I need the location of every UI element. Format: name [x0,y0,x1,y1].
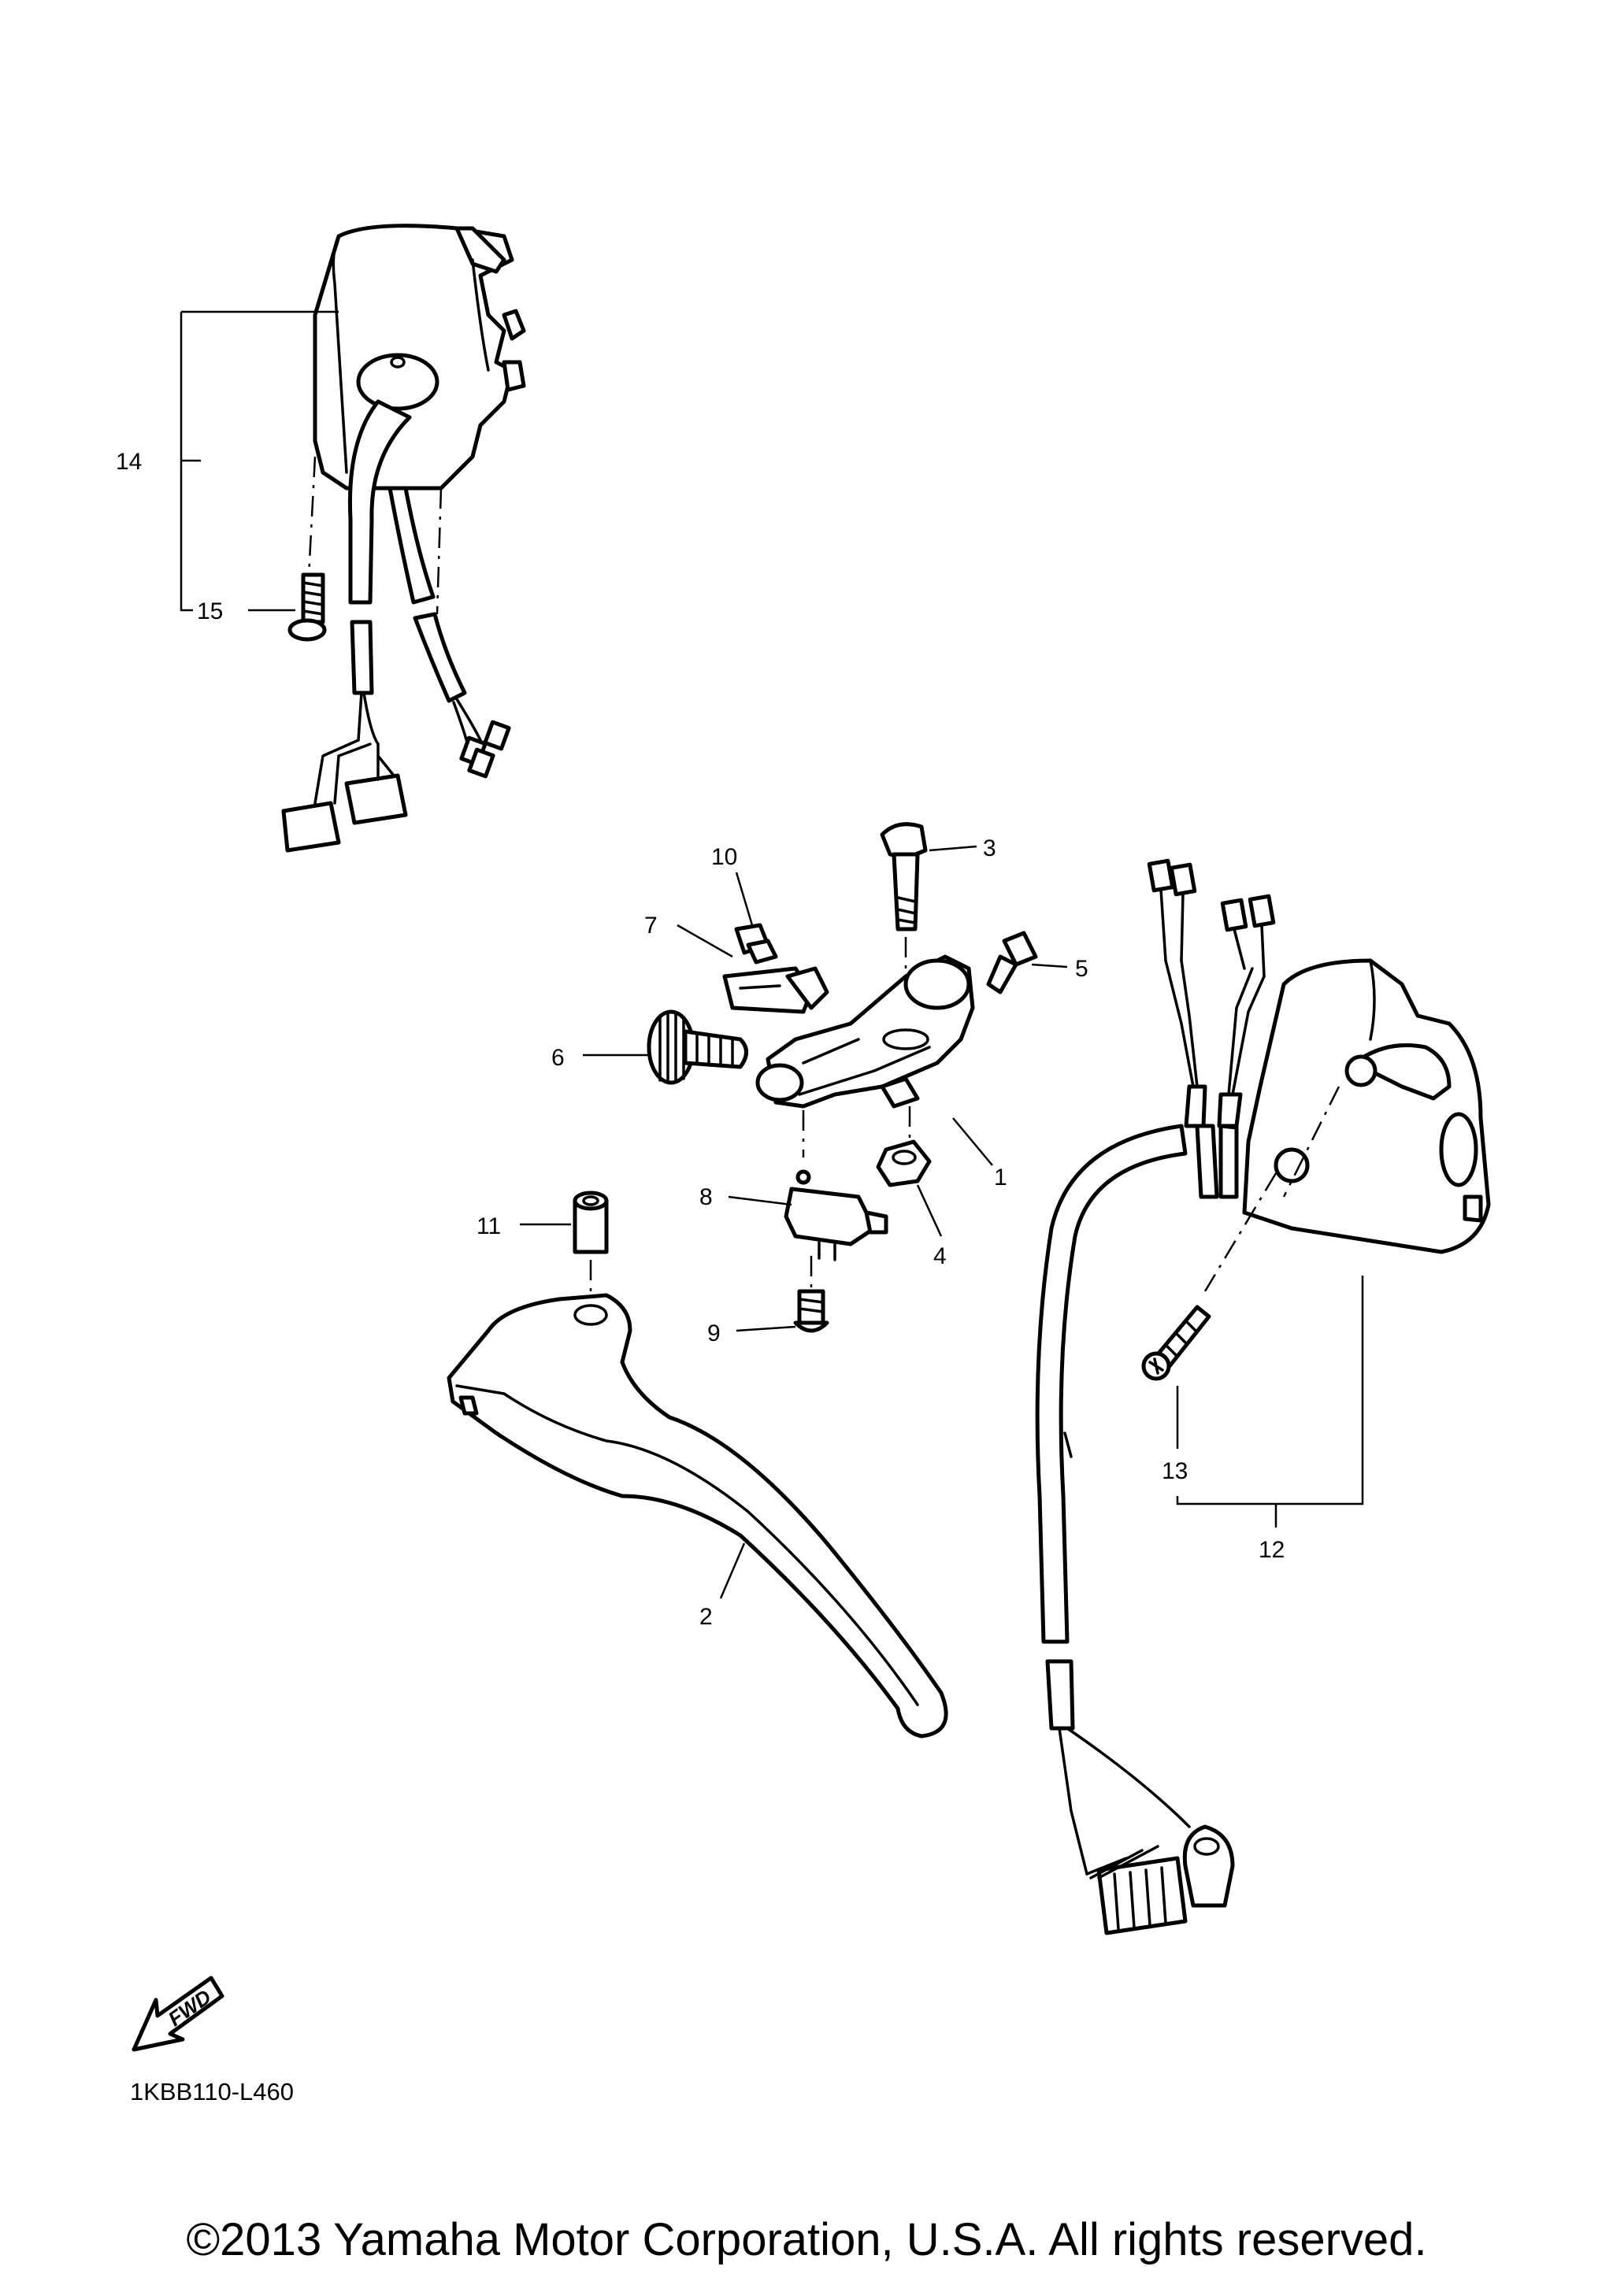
callout-2: 2 [699,1604,713,1630]
callout-6: 6 [551,1045,565,1071]
part-5-bolt[interactable] [986,931,1038,994]
callout-14: 14 [116,449,142,475]
callout-9: 9 [707,1320,721,1346]
part-1-lever-bracket[interactable] [755,954,975,1109]
callout-4: 4 [933,1243,947,1269]
part-13-screw[interactable] [1141,1305,1211,1381]
callout-13: 13 [1162,1458,1188,1484]
leader-14-15 [180,310,339,612]
part-10-screw[interactable] [734,923,778,965]
part-12-handlebar-switch-right[interactable] [1035,858,1491,1935]
callout-5: 5 [1075,956,1088,982]
leader-lines [520,845,1068,1599]
callout-1: 1 [994,1165,1007,1191]
callout-12: 12 [1259,1537,1285,1563]
callouts: 1 2 3 4 5 6 7 8 9 10 11 12 13 14 15 [116,449,1285,1630]
callout-15: 15 [197,598,223,624]
part-3-pivot-bolt[interactable] [880,822,928,931]
part-4-nut[interactable] [876,1139,932,1187]
callout-8: 8 [699,1184,713,1210]
diagram-code: 1KBB110-L460 [130,2078,294,2105]
leader-12-13 [1176,1276,1364,1528]
part-8-clutch-switch[interactable] [784,1169,888,1261]
callout-7: 7 [644,913,658,939]
part-11-collar[interactable] [573,1191,609,1254]
copyright-notice: ©2013 Yamaha Motor Corporation, U.S.A. A… [186,2214,1427,2265]
callout-11: 11 [476,1213,501,1239]
part-2-clutch-lever[interactable] [447,1293,948,1739]
fwd-arrow-icon: FWD [132,1976,224,2052]
part-14-handlebar-switch-left[interactable] [281,224,526,853]
part-15-screw[interactable] [287,572,327,642]
callout-3: 3 [983,835,996,861]
part-7-switch-plate[interactable] [722,966,829,1014]
part-9-screw[interactable] [793,1289,829,1333]
part-6-adjuster[interactable] [647,1009,748,1085]
callout-10: 10 [711,844,737,870]
